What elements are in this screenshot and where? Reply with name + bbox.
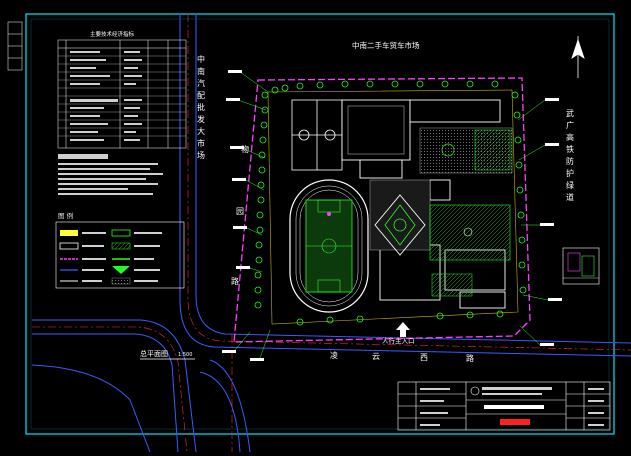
west-market-char: 大 bbox=[197, 127, 205, 136]
econ-table bbox=[57, 39, 187, 149]
legend-box bbox=[55, 221, 185, 289]
setback-line bbox=[267, 89, 519, 325]
site-boundary bbox=[233, 77, 531, 343]
west-market-char: 场 bbox=[197, 151, 205, 160]
south-road-char: 西 bbox=[420, 353, 428, 362]
east-label-char: 铁 bbox=[566, 145, 574, 154]
title-block bbox=[397, 381, 611, 431]
east-label-char: 高 bbox=[566, 133, 574, 142]
west-market-char: 南 bbox=[197, 67, 205, 76]
road-centerlines bbox=[32, 14, 631, 453]
notes-lines bbox=[58, 154, 163, 195]
entry-lawn bbox=[431, 273, 473, 297]
econ-table-cell-marks bbox=[70, 51, 142, 141]
key-plan bbox=[562, 247, 600, 285]
east-label-char: 防 bbox=[566, 157, 574, 166]
west-market-char: 配 bbox=[197, 91, 205, 100]
south-road-char: 凌 bbox=[330, 351, 338, 360]
callout-tags bbox=[222, 70, 562, 361]
drawing-inner-frame bbox=[30, 18, 610, 430]
east-label-char: 武 bbox=[566, 109, 574, 118]
perimeter-trees bbox=[254, 80, 527, 326]
north-arrow-icon bbox=[571, 36, 585, 78]
west-market-char: 中 bbox=[197, 55, 205, 64]
entrance-arrow-icon bbox=[396, 322, 410, 337]
legend-label-marks bbox=[82, 232, 162, 282]
legend-title: 图 例 bbox=[58, 212, 74, 220]
title-block-fills bbox=[420, 386, 604, 426]
running-track bbox=[289, 179, 369, 313]
east-label-char: 广 bbox=[566, 121, 574, 130]
econ-table-rows bbox=[58, 55, 186, 137]
margin-stamp bbox=[7, 21, 23, 71]
east-greenway-label: 武 广 高 铁 防 护 绿 道 bbox=[566, 110, 574, 202]
east-label-char: 道 bbox=[566, 193, 574, 202]
plan-scale: 1:500 bbox=[178, 352, 193, 358]
central-plaza bbox=[369, 179, 431, 256]
east-label-char: 护 bbox=[566, 169, 574, 178]
econ-table-title: 主要技术经济指标 bbox=[90, 32, 135, 38]
north-market-label: 中南二手车贸车市场 bbox=[352, 41, 420, 50]
callout-leaders bbox=[234, 71, 549, 359]
main-entrance-label: 人行主入口 bbox=[382, 337, 415, 345]
west-road-char: 路 bbox=[231, 277, 239, 286]
west-market-char: 发 bbox=[197, 115, 205, 124]
west-market-char: 汽 bbox=[197, 79, 205, 88]
west-market-label: 中 南 汽 配 批 发 大 市 场 bbox=[197, 56, 205, 160]
west-market-char: 市 bbox=[197, 139, 205, 148]
buildings bbox=[341, 99, 506, 309]
plan-title: 总平面图 bbox=[140, 350, 168, 358]
east-label-char: 绿 bbox=[566, 181, 574, 190]
drawing-frame bbox=[25, 13, 615, 435]
south-road-char: 云 bbox=[372, 352, 380, 361]
south-road-char: 路 bbox=[466, 354, 474, 363]
west-road-char: 物 bbox=[241, 145, 249, 154]
west-road-char: 园 bbox=[236, 207, 244, 216]
lawns bbox=[419, 127, 513, 261]
west-market-char: 批 bbox=[197, 103, 205, 112]
basketball-courts bbox=[291, 99, 343, 171]
